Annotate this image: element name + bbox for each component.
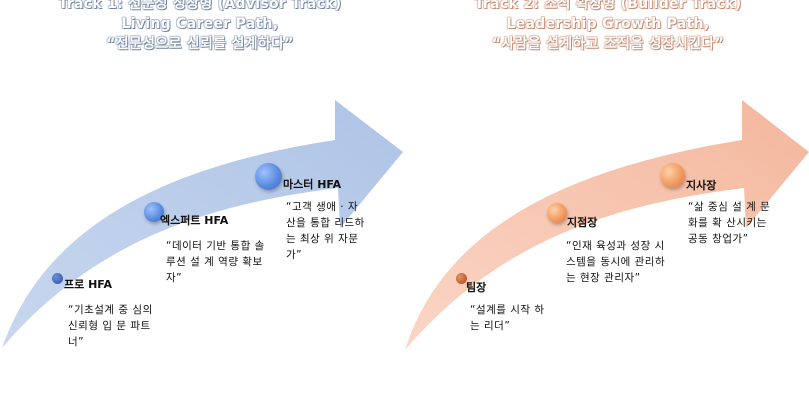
left-track-title-line3: “전문성으로 신뢰를 설계하다” xyxy=(106,36,294,52)
left-stage1-marker xyxy=(52,273,63,284)
left-stage1-label: 프로 HFA xyxy=(64,278,113,291)
right-stage1-label: 팀장 xyxy=(466,281,487,294)
left-track-title-line2: Living Career Path, xyxy=(121,16,279,32)
right-stage2-desc: “인재 육성과 성장 시스템을 동시에 관리하 는 현장 관리자” xyxy=(566,240,666,284)
right-stage1-desc: “설계를 시작 하는 리더” xyxy=(470,304,545,332)
right-track-title: Track 2: 조직 확장형 (Builder Track) Leadersh… xyxy=(428,0,788,54)
left-stage2-desc: “데이터 기반 통합 솔루션 설 계 역량 확보자” xyxy=(166,240,265,284)
left-stage1-desc: “기초설계 중 심의 신뢰형 입 문 파트너” xyxy=(68,304,153,348)
right-growth-arrow xyxy=(405,100,809,350)
left-stage3-desc: “고객 생애 · 자산을 통합 리드하는 최상 위 자문가” xyxy=(286,201,365,261)
left-stage2-marker xyxy=(144,202,164,222)
left-stage3-label: 마스터 HFA xyxy=(283,178,342,191)
left-growth-arrow xyxy=(2,100,403,348)
right-stage2-label: 지점장 xyxy=(567,216,598,229)
right-track-title-line1: Track 2: 조직 확장형 (Builder Track) xyxy=(474,0,742,12)
left-track-title: Track 1: 전문성 성장형 (Advisor Track) Living … xyxy=(20,0,380,54)
right-track-title-line2: Leadership Growth Path, xyxy=(506,16,710,32)
right-stage1-marker xyxy=(456,273,467,284)
right-stage3-label: 지사장 xyxy=(686,179,717,192)
right-track-title-line3: “사람을 설계하고 조직을 성장시킨다” xyxy=(491,36,725,52)
right-stage3-marker xyxy=(660,163,685,188)
left-track-title-line1: Track 1: 전문성 성장형 (Advisor Track) xyxy=(58,0,342,12)
right-stage3-desc: “삶 중심 설 계 문화를 확 산시키는 공동 창업가” xyxy=(688,201,771,245)
left-stage2-label: 엑스퍼트 HFA xyxy=(160,214,229,227)
right-stage2-marker xyxy=(547,203,567,223)
left-stage3-marker xyxy=(255,163,282,190)
